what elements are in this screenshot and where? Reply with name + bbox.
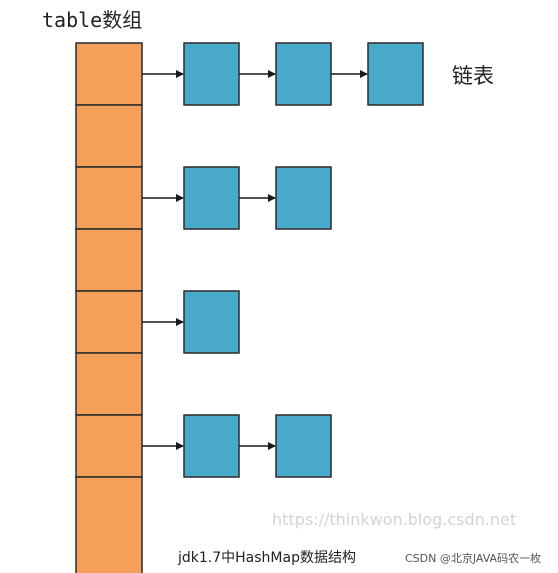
watermark: https://thinkwon.blog.csdn.net	[272, 510, 517, 529]
table-bucket	[75, 476, 143, 573]
bucket-array	[75, 42, 143, 573]
linked-list-label: 链表	[452, 64, 494, 88]
table-bucket	[75, 228, 143, 292]
linked-lists	[142, 42, 424, 478]
linked-list-node	[183, 290, 240, 354]
linked-list-node	[275, 166, 332, 230]
table-bucket	[75, 414, 143, 478]
table-array-title: table数组	[42, 8, 143, 32]
table-bucket	[75, 290, 143, 354]
linked-list-node	[183, 414, 240, 478]
linked-list-chain	[142, 414, 332, 478]
table-bucket	[75, 42, 143, 106]
figure-caption: jdk1.7中HashMap数据结构	[178, 550, 356, 566]
linked-list-node	[183, 166, 240, 230]
linked-list-chain	[142, 42, 424, 106]
table-bucket	[75, 166, 143, 230]
csdn-credit: CSDN @北京JAVA码农一枚	[405, 552, 542, 565]
linked-list-chain	[142, 166, 332, 230]
linked-list-node	[367, 42, 424, 106]
table-bucket	[75, 104, 143, 168]
linked-list-node	[275, 414, 332, 478]
linked-list-node	[275, 42, 332, 106]
linked-list-node	[183, 42, 240, 106]
linked-list-chain	[142, 290, 240, 354]
table-bucket	[75, 352, 143, 416]
